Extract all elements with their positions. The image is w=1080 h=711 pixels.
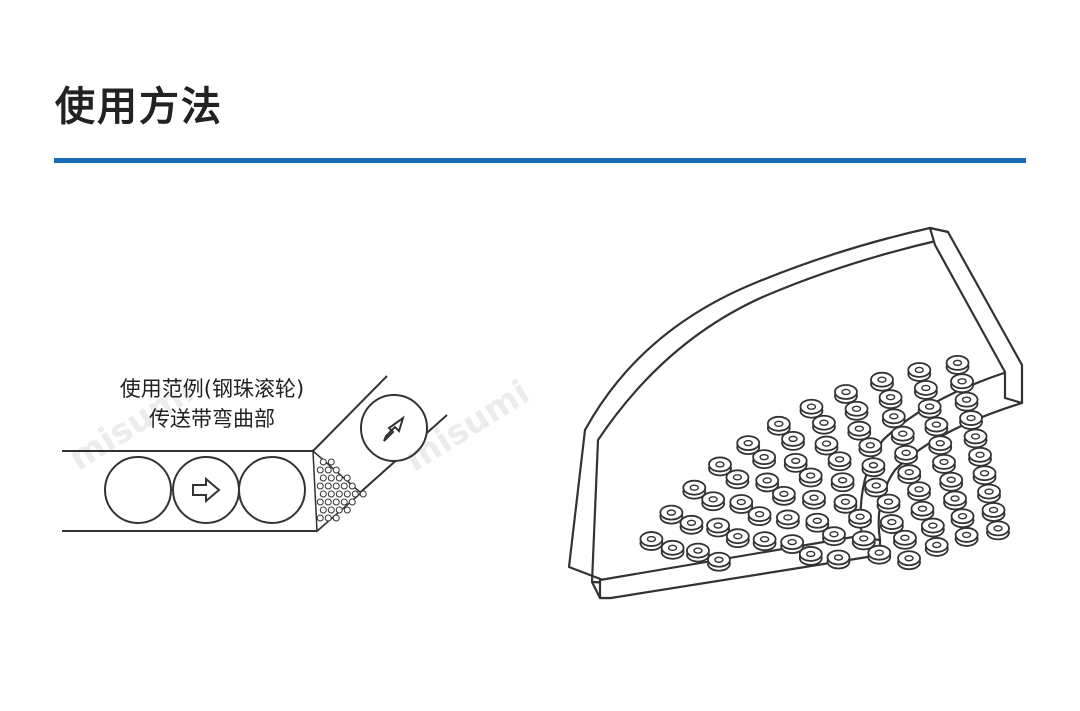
roller bbox=[800, 547, 822, 565]
roller bbox=[803, 491, 825, 509]
roller bbox=[960, 411, 982, 429]
roller bbox=[944, 491, 966, 509]
roller bbox=[908, 363, 930, 381]
roller bbox=[777, 510, 799, 528]
roller bbox=[782, 432, 804, 450]
roller bbox=[640, 532, 662, 550]
roller bbox=[878, 495, 900, 513]
roller bbox=[883, 409, 905, 427]
roller bbox=[749, 507, 771, 525]
roller bbox=[926, 538, 948, 556]
roller bbox=[726, 470, 748, 488]
roller bbox=[773, 487, 795, 505]
roller bbox=[915, 381, 937, 399]
roller bbox=[865, 479, 887, 497]
roller bbox=[894, 531, 916, 549]
roller bbox=[868, 546, 890, 564]
roller bbox=[956, 393, 978, 411]
roller bbox=[727, 529, 749, 547]
roller bbox=[800, 469, 822, 487]
roller bbox=[983, 503, 1005, 521]
roller bbox=[848, 422, 870, 440]
roller bbox=[753, 450, 775, 468]
roller bbox=[823, 527, 845, 545]
roller bbox=[687, 544, 709, 562]
roller bbox=[895, 446, 917, 464]
roller bbox=[768, 417, 790, 435]
roller bbox=[862, 458, 884, 476]
roller-grid bbox=[640, 356, 1009, 571]
roller bbox=[898, 551, 920, 569]
roller bbox=[965, 429, 987, 447]
roller bbox=[683, 481, 705, 499]
roller bbox=[829, 452, 851, 470]
roller bbox=[892, 427, 914, 445]
roller bbox=[707, 518, 729, 536]
roller bbox=[849, 510, 871, 528]
roller bbox=[832, 473, 854, 491]
roller bbox=[835, 385, 857, 403]
roller bbox=[881, 515, 903, 533]
roller bbox=[956, 528, 978, 546]
roller bbox=[940, 473, 962, 491]
roller bbox=[846, 402, 868, 420]
roller bbox=[978, 485, 1000, 503]
roller bbox=[754, 532, 776, 550]
roller bbox=[828, 550, 850, 568]
roller bbox=[929, 436, 951, 454]
roller bbox=[951, 374, 973, 392]
roller bbox=[933, 455, 955, 473]
roller bbox=[816, 437, 838, 455]
roller bbox=[813, 416, 835, 434]
roller bbox=[987, 521, 1009, 539]
roller bbox=[952, 509, 974, 527]
back-end-wall bbox=[930, 228, 1022, 403]
roller bbox=[880, 390, 902, 408]
roller bbox=[730, 495, 752, 513]
roller bbox=[800, 400, 822, 418]
roller bbox=[898, 465, 920, 483]
roller bbox=[974, 466, 996, 484]
roller bbox=[947, 356, 969, 374]
roller bbox=[871, 373, 893, 391]
roller bbox=[708, 553, 730, 571]
roller bbox=[919, 400, 941, 418]
roller bbox=[781, 535, 803, 553]
roller bbox=[680, 516, 702, 534]
roller bbox=[859, 438, 881, 456]
roller bbox=[908, 482, 930, 500]
roller bbox=[660, 506, 682, 524]
roller bbox=[922, 519, 944, 537]
roller bbox=[702, 492, 724, 510]
roller bbox=[911, 502, 933, 520]
roller bbox=[785, 454, 807, 472]
roller bbox=[969, 448, 991, 466]
roller bbox=[925, 418, 947, 436]
roller bbox=[662, 541, 684, 559]
roller bbox=[834, 495, 856, 513]
